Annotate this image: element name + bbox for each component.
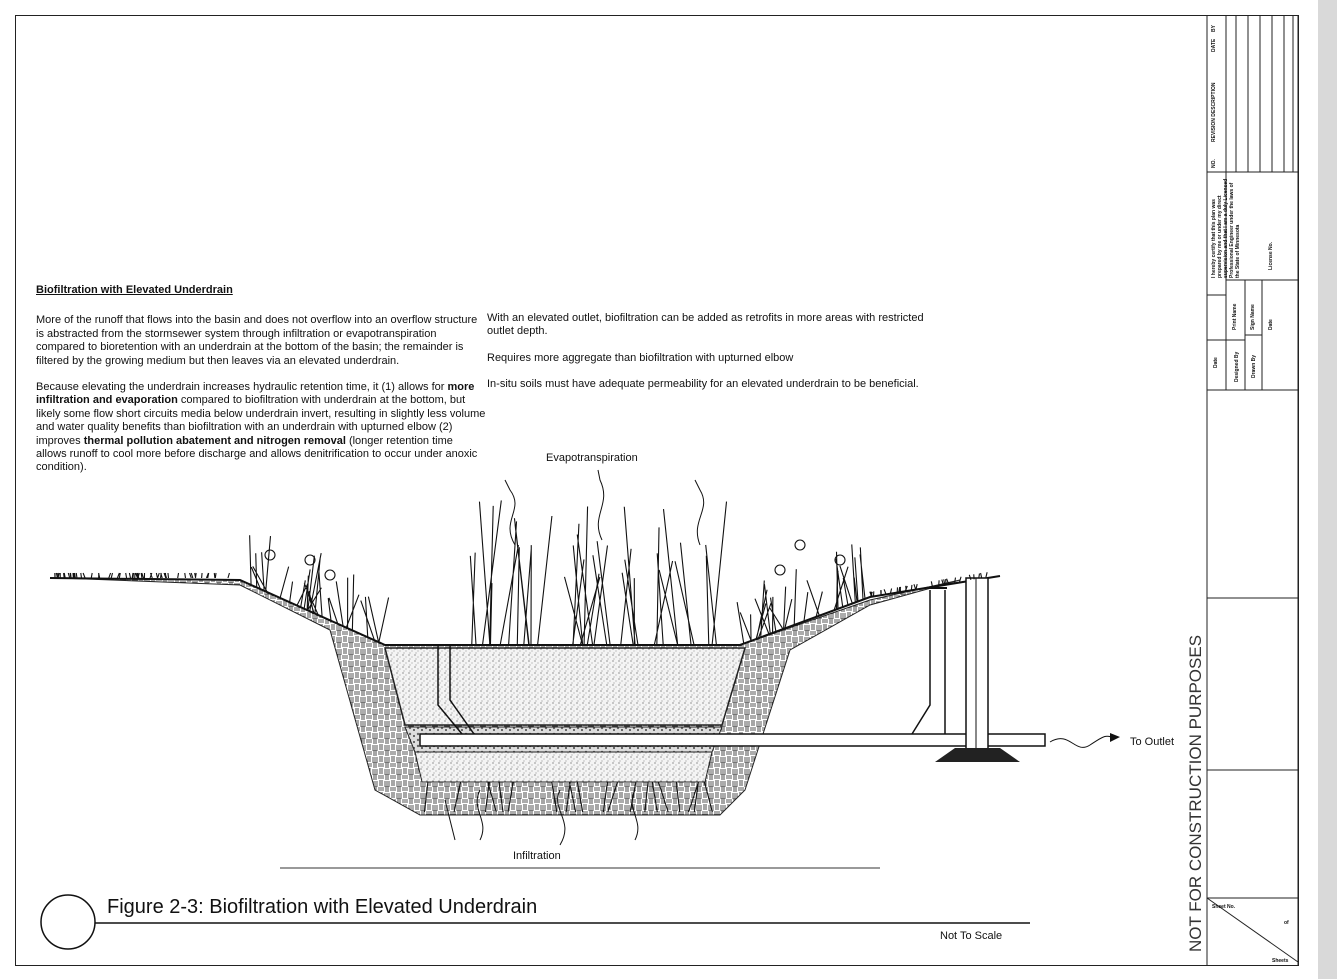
flower-icon bbox=[794, 539, 806, 551]
label-infiltration: Infiltration bbox=[513, 850, 561, 862]
detail-bubble bbox=[40, 894, 96, 950]
drawn-by-label: Drawn By bbox=[1251, 354, 1257, 378]
vegetation bbox=[54, 500, 988, 813]
infiltration-arrows bbox=[444, 789, 639, 846]
filter-media bbox=[384, 647, 747, 726]
label-to-outlet: To Outlet bbox=[1130, 736, 1175, 748]
label-evapotranspiration: Evapotranspiration bbox=[546, 452, 638, 464]
rev-date-header: DATE bbox=[1211, 38, 1217, 52]
section-heading: Biofiltration with Elevated Underdrain bbox=[36, 284, 233, 296]
note-soils: In-situ soils must have adequate permeab… bbox=[487, 378, 919, 391]
not-for-construction-stamp: NOT FOR CONSTRUCTION PURPOSES bbox=[1186, 634, 1205, 952]
certification-text: I hereby certify that this plan was prep… bbox=[1211, 178, 1241, 278]
note-retrofit: With an elevated outlet, biofiltration c… bbox=[487, 312, 924, 338]
date-label: Date bbox=[1213, 357, 1219, 368]
sheet-of-label: of bbox=[1284, 920, 1289, 926]
scale-note: Not To Scale bbox=[940, 930, 1003, 942]
evapotranspiration-arrow bbox=[504, 469, 705, 546]
paragraph-2: Because elevating the underdrain increas… bbox=[36, 381, 486, 474]
plant-stems bbox=[54, 500, 988, 813]
lower-aggregate bbox=[414, 751, 713, 783]
outlet-structure bbox=[965, 577, 989, 751]
rev-desc-header: REVISION DESCRIPTION bbox=[1211, 82, 1217, 142]
rev-by-header: BY bbox=[1211, 25, 1217, 32]
ground-surface bbox=[49, 575, 1001, 646]
cleanout-pipe bbox=[437, 645, 475, 735]
note-aggregate: Requires more aggregate than biofiltrati… bbox=[487, 351, 794, 364]
flower-icon bbox=[774, 564, 786, 576]
designed-by-label: Designed By bbox=[1234, 351, 1240, 382]
license-no-label: License No. bbox=[1268, 241, 1274, 270]
riser-pipe bbox=[911, 590, 946, 735]
left-text-block: Biofiltration with Elevated Underdrain M… bbox=[36, 284, 486, 488]
print-name-label: Print Name bbox=[1232, 303, 1238, 330]
flower-icon bbox=[324, 569, 336, 581]
title-block bbox=[1206, 15, 1299, 966]
cert-date-label: Date bbox=[1268, 319, 1274, 330]
elevated-underdrain-pipe bbox=[419, 733, 1046, 747]
outlet-base bbox=[935, 748, 1020, 762]
rev-no-header: NO. bbox=[1211, 159, 1217, 168]
flower-icon bbox=[264, 549, 276, 561]
sheets-label: Sheets bbox=[1272, 958, 1289, 964]
outlet-arrow bbox=[1049, 735, 1116, 748]
sign-name-label: Sign Name bbox=[1250, 304, 1256, 330]
viewer-scroll-gutter bbox=[1318, 0, 1337, 979]
sheet-no-label: Sheet No. bbox=[1212, 904, 1236, 910]
figure-caption: Figure 2-3: Biofiltration with Elevated … bbox=[107, 896, 538, 918]
right-text-block: With an elevated outlet, biofiltration c… bbox=[487, 312, 927, 405]
paragraph-1: More of the runoff that flows into the b… bbox=[36, 314, 478, 367]
flower-icon bbox=[834, 554, 846, 566]
flower-icon bbox=[304, 554, 316, 566]
